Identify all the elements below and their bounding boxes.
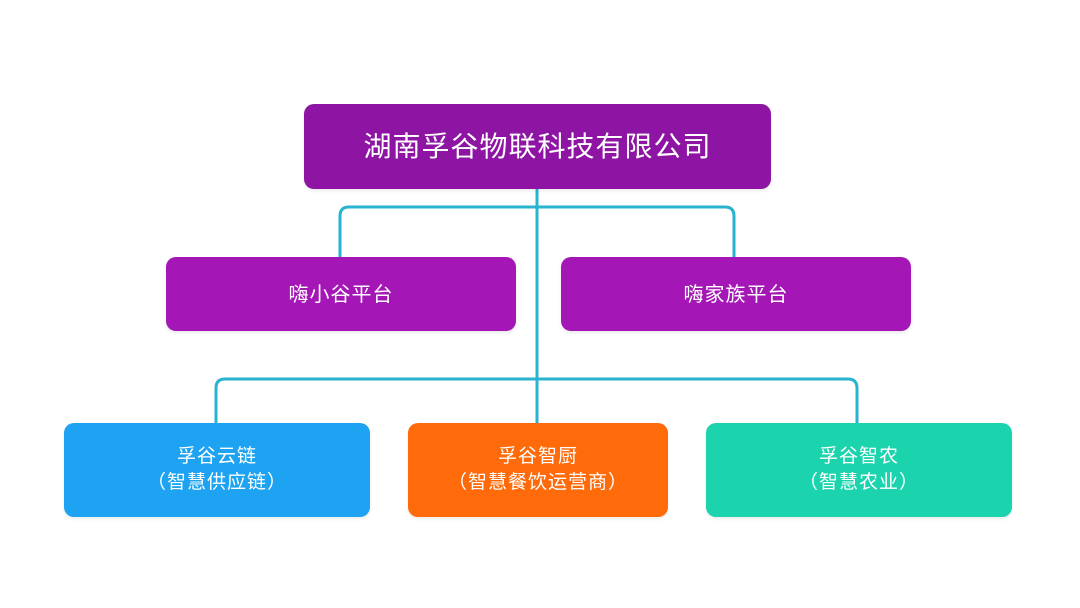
business-node-supply-chain: 孚谷云链 （智慧供应链） [64,423,370,517]
platform-label: 嗨小谷平台 [288,281,394,306]
business-node-smart-kitchen: 孚谷智厨 （智慧餐饮运营商） [408,423,668,517]
business-subtitle: （智慧供应链） [146,471,287,493]
connector-platform-bar [338,205,736,259]
business-subtitle: （智慧农业） [798,471,919,493]
connector-business-bar [214,377,859,425]
business-node-smart-agriculture: 孚谷智农 （智慧农业） [706,423,1012,517]
business-subtitle: （智慧餐饮运营商） [447,471,628,493]
business-name: 孚谷智农 [818,445,899,468]
root-company-node: 湖南孚谷物联科技有限公司 [304,104,771,189]
platform-node-hai-xiao-gu: 嗨小谷平台 [166,257,516,331]
business-name: 孚谷云链 [176,445,257,468]
business-name: 孚谷智厨 [497,445,578,468]
root-company-label: 湖南孚谷物联科技有限公司 [363,129,712,163]
platform-label: 嗨家族平台 [683,281,789,306]
platform-node-hai-jia-zu: 嗨家族平台 [561,257,911,331]
